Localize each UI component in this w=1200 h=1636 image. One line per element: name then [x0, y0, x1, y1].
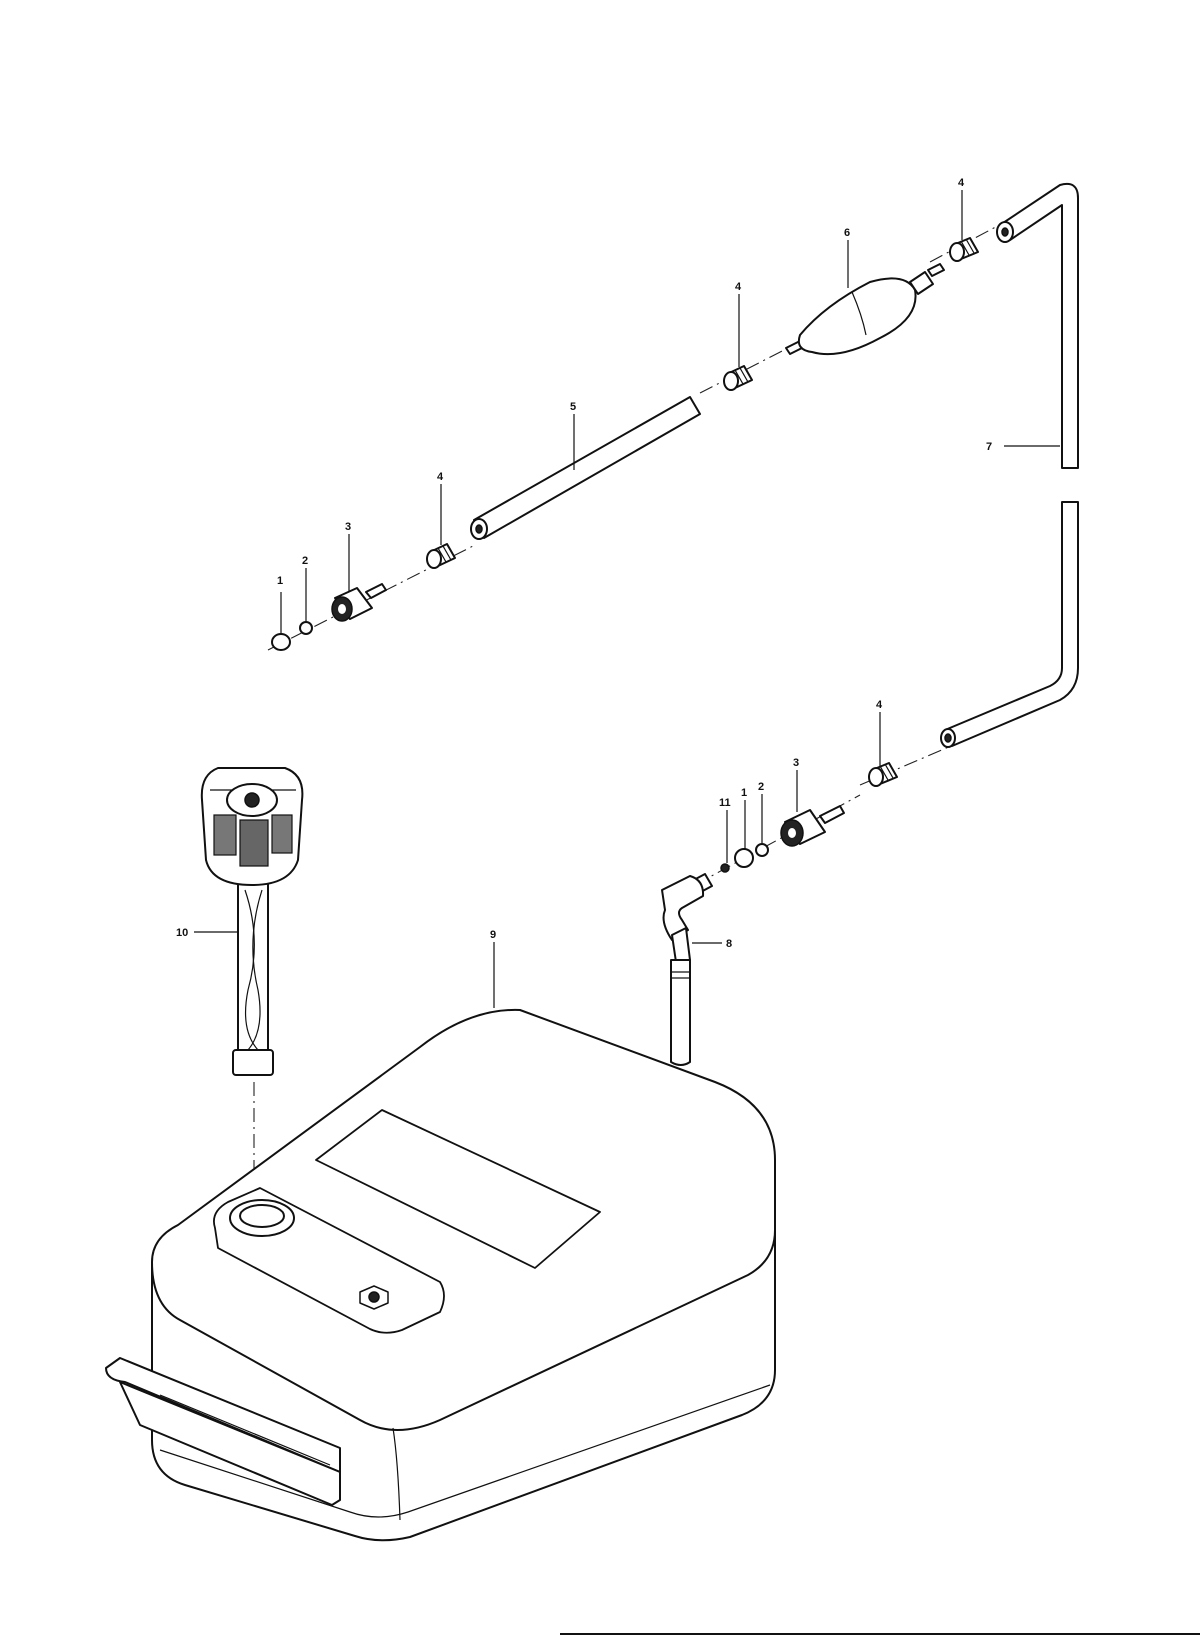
- callout-7: 7: [986, 441, 992, 453]
- primer-bulb: [785, 263, 945, 356]
- callout-2: 2: [758, 781, 764, 793]
- o-ring: [734, 848, 754, 868]
- callout-labels: 1 2 3 4 5 4 6 4 7 4 3 2 1 11 8 9 10: [176, 177, 992, 950]
- callout-1: 1: [277, 575, 283, 587]
- callout-4: 4: [735, 281, 742, 293]
- callout-5: 5: [570, 401, 576, 413]
- connector-fitting: [331, 583, 387, 622]
- hose-clamp: [868, 762, 898, 787]
- callout-9: 9: [490, 929, 496, 941]
- callout-4: 4: [437, 471, 444, 483]
- elbow-fitting-tube: [661, 873, 713, 1066]
- upper-fuel-line: [271, 182, 1079, 748]
- small-washer: [720, 863, 730, 873]
- callout-3: 3: [345, 521, 351, 533]
- lower-fuel-line: [661, 762, 898, 1066]
- hose-clamp: [426, 543, 456, 569]
- o-ring-small: [299, 621, 313, 635]
- fuel-hose-long: [940, 182, 1079, 748]
- callout-8: 8: [726, 938, 732, 950]
- o-ring-small: [755, 843, 769, 857]
- callout-11: 11: [719, 797, 731, 809]
- callout-4: 4: [958, 177, 965, 189]
- callout-10: 10: [176, 927, 188, 939]
- connector-fitting: [780, 805, 845, 847]
- leader-lines: [194, 190, 1060, 1008]
- callout-4: 4: [876, 699, 883, 711]
- callout-1: 1: [741, 787, 747, 799]
- fuel-tank: [105, 1008, 776, 1542]
- fuel-hose-short: [470, 396, 701, 540]
- o-ring: [271, 633, 291, 651]
- fuel-pickup-assembly: [200, 767, 304, 1076]
- callout-6: 6: [844, 227, 850, 239]
- hose-clamp: [949, 237, 979, 262]
- callout-2: 2: [302, 555, 308, 567]
- callout-3: 3: [793, 757, 799, 769]
- hose-clamp: [723, 365, 753, 391]
